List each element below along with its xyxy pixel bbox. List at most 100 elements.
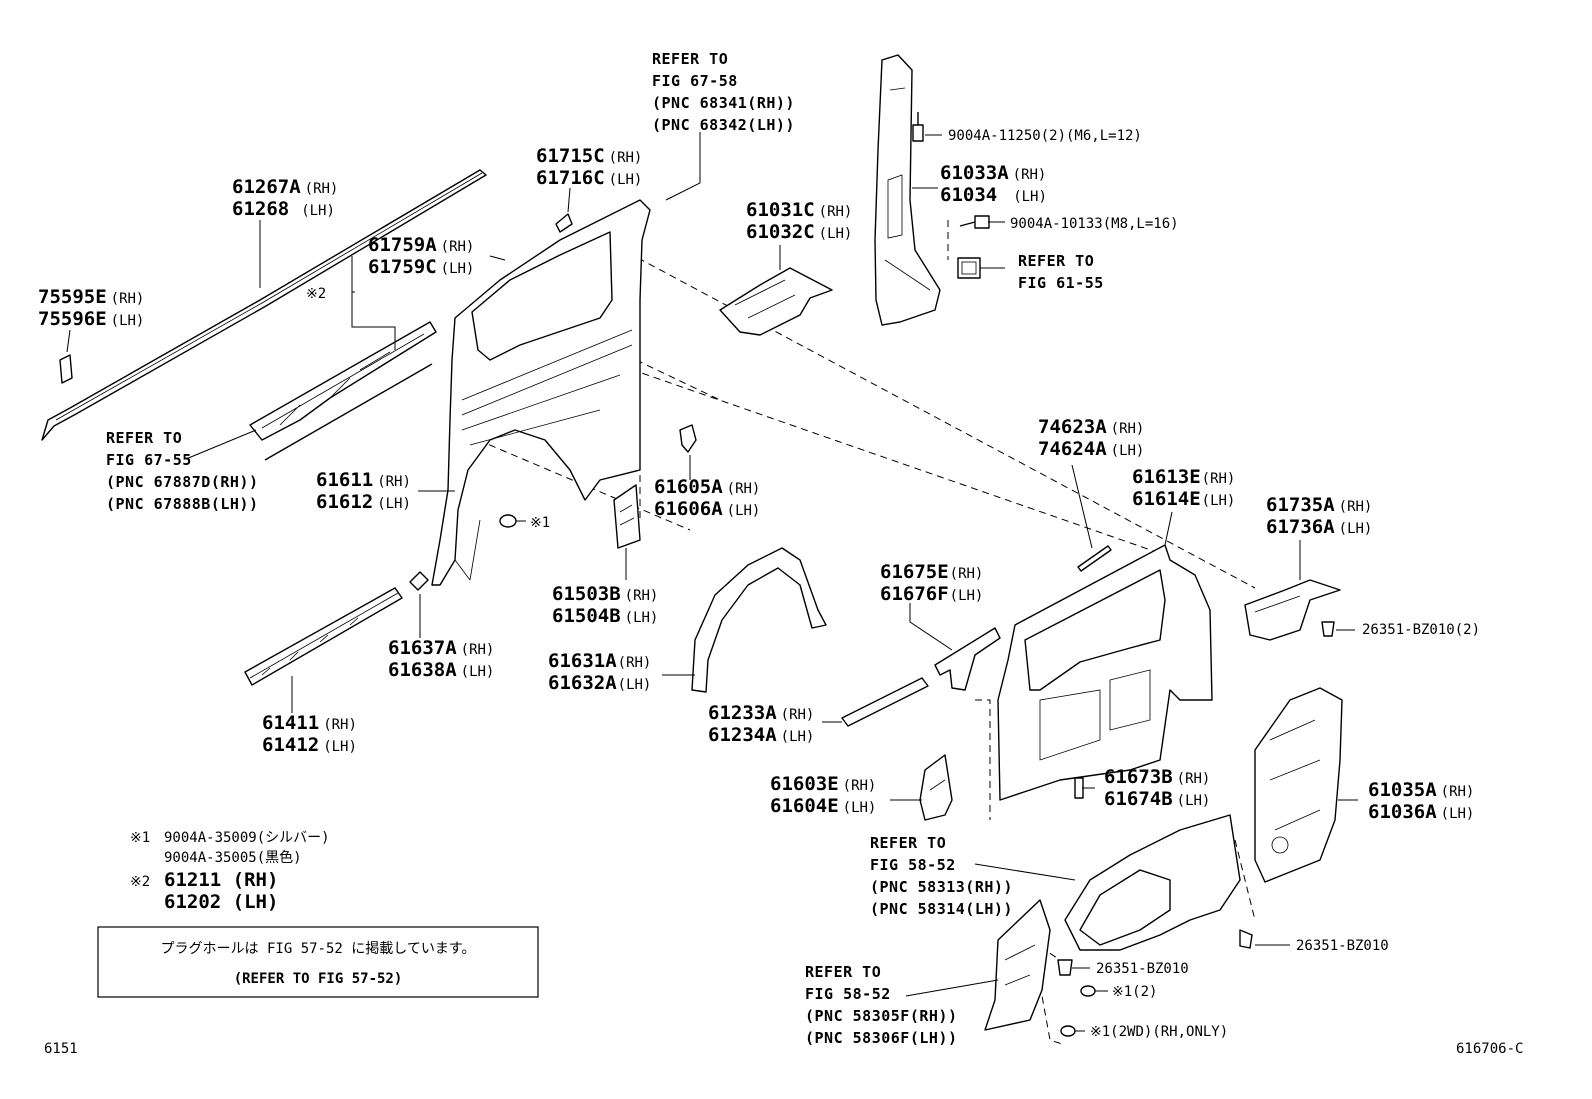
svg-text:61412(LH): 61412(LH) bbox=[262, 734, 357, 756]
svg-text:(PNC 68342(LH)): (PNC 68342(LH)) bbox=[652, 116, 795, 134]
svg-text:REFER TO: REFER TO bbox=[805, 963, 881, 981]
svg-text:61606A(LH): 61606A(LH) bbox=[654, 498, 760, 520]
svg-text:REFER TO: REFER TO bbox=[870, 834, 946, 852]
svg-text:61233A(RH): 61233A(RH) bbox=[708, 702, 814, 724]
back-pillar-drawing bbox=[874, 54, 941, 326]
label-roof-side-inner: 61031C(RH) 61032C(LH) bbox=[746, 199, 852, 243]
svg-text:61032C(LH): 61032C(LH) bbox=[746, 221, 852, 243]
svg-text:61715C(RH): 61715C(RH) bbox=[536, 145, 642, 167]
svg-text:75596E(LH): 75596E(LH) bbox=[38, 308, 144, 330]
footer-right-code: 616706-C bbox=[1456, 1041, 1523, 1057]
inner-panel-drawing bbox=[997, 544, 1213, 801]
svg-text:61612(LH): 61612(LH) bbox=[316, 491, 411, 513]
refer-note-fig-61-55: REFER TO FIG 61-55 bbox=[1018, 252, 1104, 292]
label-wheelhouse-outer: 61631A(RH) 61632A(LH) bbox=[548, 650, 651, 694]
label-rocker: 61411(RH) 61412(LH) bbox=[262, 712, 357, 756]
svg-text:61631A(RH): 61631A(RH) bbox=[548, 650, 651, 672]
footer-left-code: 6151 bbox=[44, 1041, 78, 1057]
rocker-extension-drawing bbox=[409, 571, 429, 591]
rocker-drawing bbox=[244, 587, 403, 686]
svg-text:FIG 67-55: FIG 67-55 bbox=[106, 451, 192, 469]
label-pillar-bracket: 61673B(RH) 61674B(LH) bbox=[1104, 766, 1210, 810]
label-inner-gusset: 61735A(RH) 61736A(LH) bbox=[1266, 494, 1372, 538]
svg-text:61759C(LH): 61759C(LH) bbox=[368, 256, 474, 278]
fastener-clip-a: 26351-BZ010 bbox=[1296, 938, 1389, 954]
clip-26351-b-drawing bbox=[1239, 929, 1253, 949]
label-roof-drip: 61267A(RH) 61268(LH) bbox=[232, 176, 338, 220]
svg-text:FIG 67-58: FIG 67-58 bbox=[652, 72, 738, 90]
fastener-bolt-m8: 9004A-10133(M8,L=16) bbox=[1010, 216, 1179, 232]
svg-text:REFER TO: REFER TO bbox=[652, 50, 728, 68]
svg-text:※1: ※1 bbox=[130, 830, 150, 846]
clip-26351-a-drawing bbox=[1321, 621, 1335, 637]
svg-text:61614E(LH): 61614E(LH) bbox=[1132, 488, 1235, 510]
window-frame-drawing bbox=[1077, 545, 1112, 572]
refer-note-fig-58-52-b: REFER TO FIG 58-52 (PNC 58305F(RH)) (PNC… bbox=[805, 963, 958, 1047]
svg-text:REFER TO: REFER TO bbox=[106, 429, 182, 447]
fastener-clip-b: 26351-BZ010 bbox=[1096, 961, 1189, 977]
label-rocker-ext: 61637A(RH) 61638A(LH) bbox=[388, 637, 494, 681]
svg-text:REFER TO: REFER TO bbox=[1018, 252, 1094, 270]
fastener-plug-left: ※1 bbox=[530, 515, 550, 531]
refer-note-fig-67-55: REFER TO FIG 67-55 (PNC 67887D(RH)) (PNC… bbox=[106, 429, 258, 513]
svg-text:(PNC 58306F(LH)): (PNC 58306F(LH)) bbox=[805, 1029, 958, 1047]
small-gusset-drawing bbox=[555, 213, 573, 233]
legend: ※1 9004A-35009(シルバー) 9004A-35005(黒色) ※2 … bbox=[130, 830, 330, 913]
label-rear-inner: 61035A(RH) 61036A(LH) bbox=[1368, 779, 1474, 823]
clip-26351-c-drawing bbox=[1057, 959, 1073, 976]
pillar-bracket-drawing bbox=[1074, 777, 1084, 799]
fastener-clip-2: 26351-BZ010(2) bbox=[1362, 622, 1480, 638]
fastener-plug-2wd: ※1(2WD)(RH,ONLY) bbox=[1090, 1024, 1228, 1040]
svg-text:74623A(RH): 74623A(RH) bbox=[1038, 416, 1144, 438]
refer-note-fig-58-52-a: REFER TO FIG 58-52 (PNC 58313(RH)) (PNC … bbox=[870, 834, 1012, 918]
roof-drip-rail-drawing bbox=[41, 169, 487, 441]
svg-text:FIG 61-55: FIG 61-55 bbox=[1018, 274, 1104, 292]
svg-text:61735A(RH): 61735A(RH) bbox=[1266, 494, 1372, 516]
label-rail-reinf: 61759A(RH) 61759C(LH) ※2 bbox=[306, 234, 474, 302]
svg-text:61033A(RH): 61033A(RH) bbox=[940, 162, 1046, 184]
svg-text:61736A(LH): 61736A(LH) bbox=[1266, 516, 1372, 538]
refer-note-fig-67-58: REFER TO FIG 67-58 (PNC 68341(RH)) (PNC … bbox=[652, 50, 795, 134]
label-back-pillar: 61033A(RH) 61034(LH) bbox=[940, 162, 1047, 206]
svg-text:※2: ※2 bbox=[306, 286, 326, 302]
svg-text:74624A(LH): 74624A(LH) bbox=[1038, 438, 1144, 460]
svg-text:61603E(RH): 61603E(RH) bbox=[770, 773, 876, 795]
roof-side-inner-drawing bbox=[719, 267, 833, 336]
label-quarter-patch: 61503B(RH) 61504B(LH) bbox=[552, 583, 658, 627]
rail-reinforcement-drawing bbox=[249, 321, 437, 461]
leader-lines bbox=[66, 132, 1358, 1032]
svg-text:61035A(RH): 61035A(RH) bbox=[1368, 779, 1474, 801]
svg-text:61716C(LH): 61716C(LH) bbox=[536, 167, 642, 189]
svg-text:(REFER TO FIG 57-52): (REFER TO FIG 57-52) bbox=[234, 971, 403, 987]
inner-gusset-drawing bbox=[1244, 579, 1341, 641]
drip-end-cap-drawing bbox=[59, 354, 73, 384]
belt-reinforcement-drawing bbox=[934, 627, 1001, 691]
svg-text:61504B(LH): 61504B(LH) bbox=[552, 605, 658, 627]
svg-text:61673B(RH): 61673B(RH) bbox=[1104, 766, 1210, 788]
label-lower-bracket: 61603E(RH) 61604E(LH) bbox=[770, 773, 876, 817]
svg-text:61759A(RH): 61759A(RH) bbox=[368, 234, 474, 256]
svg-text:61268(LH): 61268(LH) bbox=[232, 198, 335, 220]
label-quarter-bracket: 61605A(RH) 61606A(LH) bbox=[654, 476, 760, 520]
quarter-panel-drawing bbox=[431, 199, 651, 586]
svg-text:61613E(RH): 61613E(RH) bbox=[1132, 466, 1235, 488]
svg-text:FIG 58-52: FIG 58-52 bbox=[805, 985, 891, 1003]
label-small-gusset: 61715C(RH) 61716C(LH) bbox=[536, 145, 642, 189]
fastener-plug-2: ※1(2) bbox=[1112, 984, 1157, 1000]
svg-text:61637A(RH): 61637A(RH) bbox=[388, 637, 494, 659]
label-inner-panel: 61613E(RH) 61614E(LH) bbox=[1132, 466, 1235, 510]
quarter-bracket-drawing bbox=[679, 424, 697, 453]
inner-wheelhouse-drawing bbox=[1064, 814, 1241, 951]
svg-text:61632A(LH): 61632A(LH) bbox=[548, 672, 651, 694]
svg-text:(PNC 58305F(RH)): (PNC 58305F(RH)) bbox=[805, 1007, 958, 1025]
svg-text:プラグホールは FIG 57-52 に掲載しています。: プラグホールは FIG 57-52 に掲載しています。 bbox=[161, 941, 476, 957]
svg-text:75595E(RH): 75595E(RH) bbox=[38, 286, 144, 308]
svg-text:9004A-35005(黒色): 9004A-35005(黒色) bbox=[164, 849, 302, 866]
label-window-frame: 74623A(RH) 74624A(LH) bbox=[1038, 416, 1144, 460]
svg-text:61674B(LH): 61674B(LH) bbox=[1104, 788, 1210, 810]
bolt-m8-drawing bbox=[959, 215, 990, 229]
lower-bracket-drawing bbox=[919, 754, 953, 821]
svg-text:61503B(RH): 61503B(RH) bbox=[552, 583, 658, 605]
svg-text:61676F(LH): 61676F(LH) bbox=[880, 583, 983, 605]
